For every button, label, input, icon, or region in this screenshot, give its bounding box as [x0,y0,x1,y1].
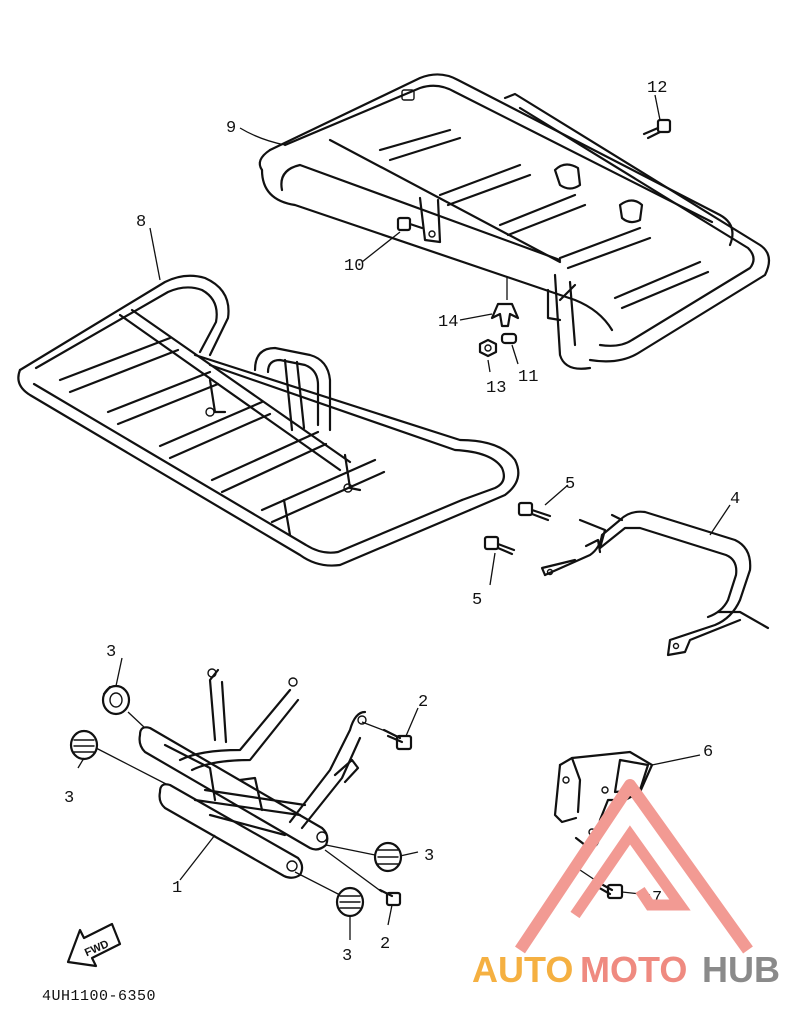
collar [500,332,518,345]
nut [478,338,498,358]
callout-3b: 3 [64,789,74,808]
bolt [483,535,516,556]
callout-1: 1 [172,879,182,898]
callout-3d: 3 [342,947,352,966]
grommet [373,841,403,873]
front-carrier-rack [17,274,520,567]
rear-bracket [540,510,770,657]
logo-moto: MOTO [580,949,687,990]
callout-9: 9 [226,119,236,138]
logo-hub: HUB [702,949,780,990]
callout-14: 14 [438,313,458,332]
callout-11: 11 [518,368,538,387]
callout-5a: 5 [565,475,575,494]
clip [490,302,520,328]
logo-auto: AUTO [472,949,573,990]
callout-8: 8 [136,213,146,232]
callout-12: 12 [647,79,667,98]
callout-3a: 3 [106,643,116,662]
callout-5b: 5 [472,591,482,610]
bolt [517,501,552,522]
callout-2b: 2 [380,935,390,954]
callout-labels: 9 8 12 10 14 13 11 5 5 4 3 3 3 3 2 2 1 6… [64,79,740,966]
callout-6: 6 [703,743,713,762]
fwd-arrow: FWD [66,922,122,968]
callout-4: 4 [730,490,740,509]
diagram-code: 4UH1100-6350 [42,988,156,1005]
grommet [69,729,99,761]
callout-2a: 2 [418,693,428,712]
callout-7: 7 [652,889,662,908]
bolt [642,118,672,140]
callout-10: 10 [344,257,364,276]
bolt [378,888,402,907]
automotohub-watermark: AUTO MOTO HUB [472,779,780,990]
bolt [396,216,424,232]
rear-carrier-rack [258,73,771,370]
callout-13: 13 [486,379,506,398]
grommet [335,886,365,918]
grommet [101,684,131,716]
callout-3c: 3 [424,847,434,866]
leader-lines [77,94,731,940]
front-guard [138,668,367,879]
